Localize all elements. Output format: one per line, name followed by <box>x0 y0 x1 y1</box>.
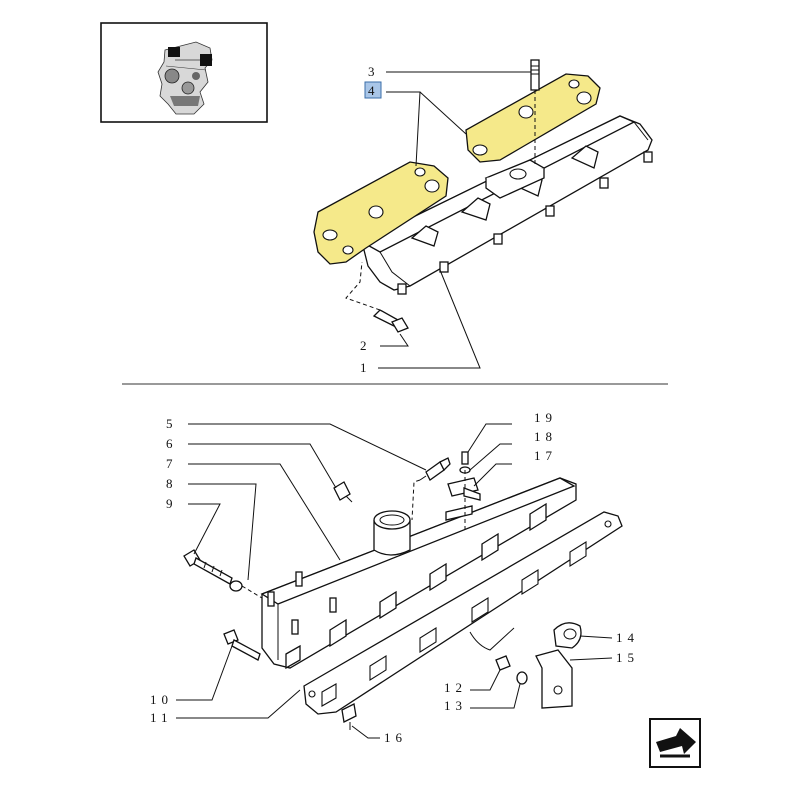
temperature-sensor[interactable] <box>411 457 451 521</box>
engine-thumbnail-icon <box>157 41 213 115</box>
support-bracket[interactable] <box>535 649 573 709</box>
callout-7[interactable]: 7 <box>166 456 178 471</box>
callout-9[interactable]: 9 <box>166 496 178 511</box>
clamp[interactable] <box>553 622 582 649</box>
intake-manifold[interactable] <box>260 477 577 670</box>
screw-washer[interactable] <box>495 655 528 685</box>
callout-14[interactable]: 14 <box>616 630 639 645</box>
manifold-gasket-left[interactable] <box>313 161 449 265</box>
bolt-lower[interactable] <box>223 629 261 661</box>
callout-18[interactable]: 18 <box>534 429 557 444</box>
callout-19[interactable]: 19 <box>534 410 557 425</box>
callout-8[interactable]: 8 <box>166 476 178 491</box>
manifold-gasket-right[interactable] <box>465 73 601 163</box>
intake-gasket[interactable] <box>303 511 623 715</box>
callout-13[interactable]: 13 <box>444 698 467 713</box>
next-page-arrow-icon <box>656 728 696 758</box>
bolt-long[interactable] <box>183 549 233 585</box>
bracket-assembly[interactable] <box>445 451 481 530</box>
callout-15[interactable]: 15 <box>616 650 639 665</box>
callout-6[interactable]: 6 <box>166 436 178 451</box>
o-ring[interactable] <box>229 580 263 599</box>
engine-thumbnail[interactable] <box>100 22 268 123</box>
callout-5[interactable]: 5 <box>166 416 178 431</box>
screw-bottom[interactable] <box>341 703 357 730</box>
callout-3[interactable]: 3 <box>368 64 380 79</box>
next-page-button[interactable] <box>649 718 701 768</box>
exhaust-manifold[interactable] <box>360 115 653 295</box>
callout-4-highlight <box>364 81 382 99</box>
callout-4[interactable]: 4 <box>368 83 380 98</box>
callout-2[interactable]: 2 <box>360 338 372 353</box>
callout-17[interactable]: 17 <box>534 448 557 463</box>
bolt[interactable] <box>345 261 409 333</box>
callout-11[interactable]: 11 <box>150 710 173 725</box>
callout-1[interactable]: 1 <box>360 360 372 375</box>
callout-12[interactable]: 12 <box>444 680 467 695</box>
bolt-short[interactable] <box>333 481 353 503</box>
upper-assembly: 3 4 2 1 <box>313 59 653 375</box>
lower-assembly: 5 6 7 8 9 10 11 12 13 14 15 16 17 18 19 <box>150 410 639 745</box>
callout-10[interactable]: 10 <box>150 692 173 707</box>
stud[interactable] <box>530 59 540 165</box>
callout-16[interactable]: 16 <box>384 730 407 745</box>
